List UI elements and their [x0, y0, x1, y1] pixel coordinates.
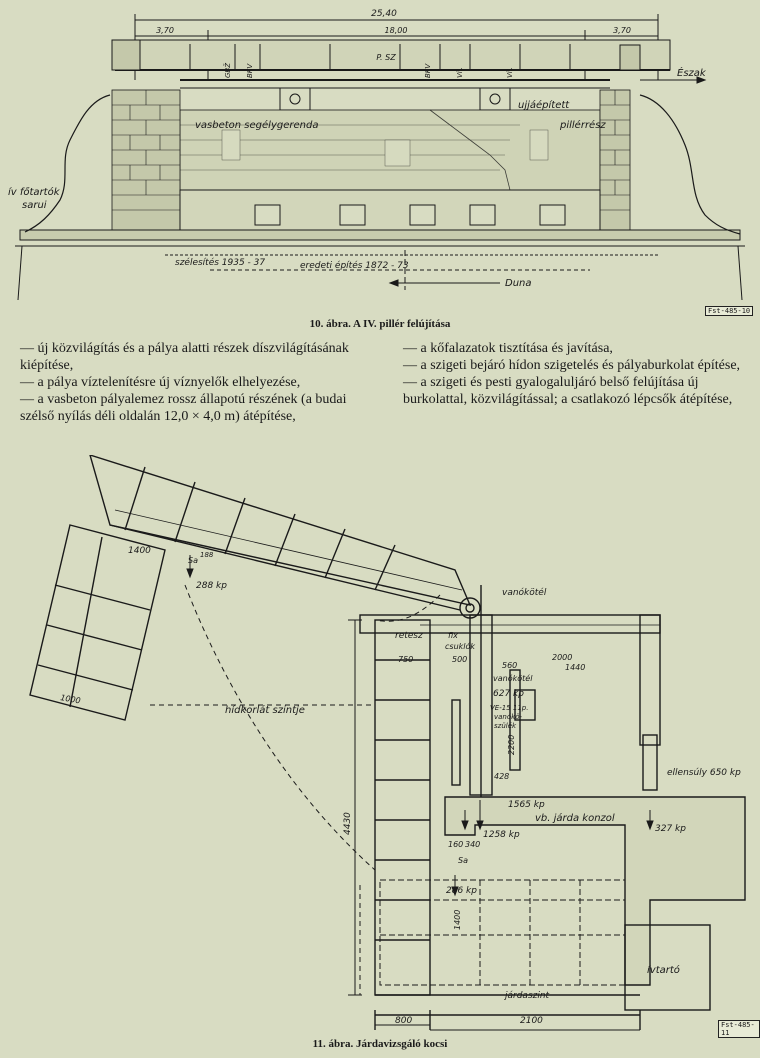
list-item: — a pálya víztelenítésre új víznyelők el…: [20, 375, 301, 390]
label-sa-2: Sa: [458, 856, 468, 865]
label-pillerresz: pillérrész: [559, 119, 606, 131]
label-iv-fotartok: ív főtartók: [8, 186, 61, 198]
dim-psz: P. SZ: [376, 53, 396, 62]
label-vanokoszulek: vanókö-: [494, 713, 522, 721]
label-vanokotel-top: vanókötél: [502, 587, 547, 598]
list-item: — új közvilágítás és a pálya alatti rész…: [20, 341, 349, 373]
label-eredeti: eredeti építés 1872 - 73: [300, 260, 409, 271]
label-kp627: 627 kp: [493, 689, 524, 699]
dim-4430: 4430: [343, 812, 353, 835]
label-szulek: szülék: [494, 722, 517, 730]
dim-500: 500: [452, 655, 467, 664]
dim-vil-1: Víl.: [456, 67, 464, 78]
dim-vil-2: Víl.: [506, 67, 514, 78]
dim-left: 3,70: [156, 26, 174, 35]
dim-1400-top: 1400: [128, 546, 151, 556]
dim-1400-bottom: 1400: [453, 910, 462, 930]
label-eszak: Észak: [677, 66, 707, 79]
dim-188: 188: [200, 551, 214, 559]
dim-1440: 1440: [565, 663, 585, 672]
dim-bkv-right: BKV: [424, 63, 432, 78]
dim-340: 340: [465, 840, 480, 849]
label-kp286: 286 kp: [446, 886, 477, 896]
label-vanokotel: vanókötél: [493, 673, 533, 683]
figure-10-caption: 10. ábra. A IV. pillér felújítása: [309, 318, 451, 330]
dim-1000: 1000: [60, 693, 82, 705]
label-ellensuly: ellensúly 650 kp: [667, 768, 741, 778]
label-duna: Duna: [505, 278, 532, 289]
figure-10-stamp: Fst-485-10: [705, 306, 754, 316]
label-fix: fix: [448, 631, 458, 640]
dim-bkv-left: BKV: [246, 63, 254, 78]
list-item: — a vasbeton pályalemez rossz állapotú r…: [20, 392, 347, 424]
figure-11-inspection-car-drawing: 1400 188 Sa 288 kp 1000 hídkorlát szintj…: [29, 455, 746, 1031]
label-kp1565: 1565 kp: [508, 800, 545, 810]
dim-428: 428: [494, 772, 509, 781]
dim-800: 800: [395, 1016, 412, 1026]
label-vasbeton: vasbeton segélygerenda: [195, 119, 318, 131]
label-sarui: sarui: [22, 200, 47, 211]
dim-560: 560: [502, 661, 517, 670]
body-text: — új közvilágítás és a pálya alatti rész…: [20, 340, 750, 448]
label-ujjaepitett: ujjáépített: [518, 99, 570, 111]
figure-11-stamp: Fst-485-11: [718, 1020, 760, 1038]
list-item: — a szigeti és pesti gyalogaluljáró bels…: [403, 375, 733, 407]
label-retesz: retesz: [395, 631, 423, 641]
dim-160: 160: [448, 840, 463, 849]
figure-11-caption: 11. ábra. Járdavizsgáló kocsi: [312, 1038, 448, 1050]
list-item: — a kőfalazatok tisztítása és javítása,: [403, 341, 613, 356]
label-vbjarda: vb. járda konzol: [535, 812, 615, 824]
label-jardaszint: járdaszint: [503, 991, 550, 1001]
dim-750: 750: [398, 655, 413, 664]
label-csuklok: csuklók: [445, 641, 475, 651]
dim-gbz: GBŽ: [223, 63, 232, 78]
dim-middle: 18,00: [385, 26, 408, 35]
label-kp1258: 1258 kp: [483, 830, 520, 840]
label-sa-1: Sa: [188, 556, 198, 565]
dim-2000: 2000: [552, 653, 572, 662]
label-ivtarto: ívtartó: [647, 964, 680, 976]
figure-10-bridge-pier-drawing: 25,40 3,70 18,00 3,70 P. SZ GBŽ BKV BKV …: [8, 9, 745, 301]
label-hidkorlat: hídkorlát szintje: [225, 704, 305, 716]
dim-total: 25,40: [371, 9, 397, 19]
dim-2100: 2100: [520, 1016, 543, 1026]
text-column-right: — a kőfalazatok tisztítása és javítása, …: [403, 340, 755, 408]
label-ve: VE-15 11p.: [490, 704, 528, 712]
dim-2200: 2200: [507, 735, 516, 755]
label-kp288: 288 kp: [196, 581, 227, 591]
list-item: — a szigeti bejáró hídon szigetelés és p…: [403, 358, 741, 373]
dim-right: 3,70: [613, 26, 631, 35]
label-kp327: 327 kp: [655, 824, 686, 834]
text-column-left: — új közvilágítás és a pálya alatti rész…: [20, 340, 372, 425]
label-szelesites: szélesítés 1935 - 37: [175, 257, 265, 268]
